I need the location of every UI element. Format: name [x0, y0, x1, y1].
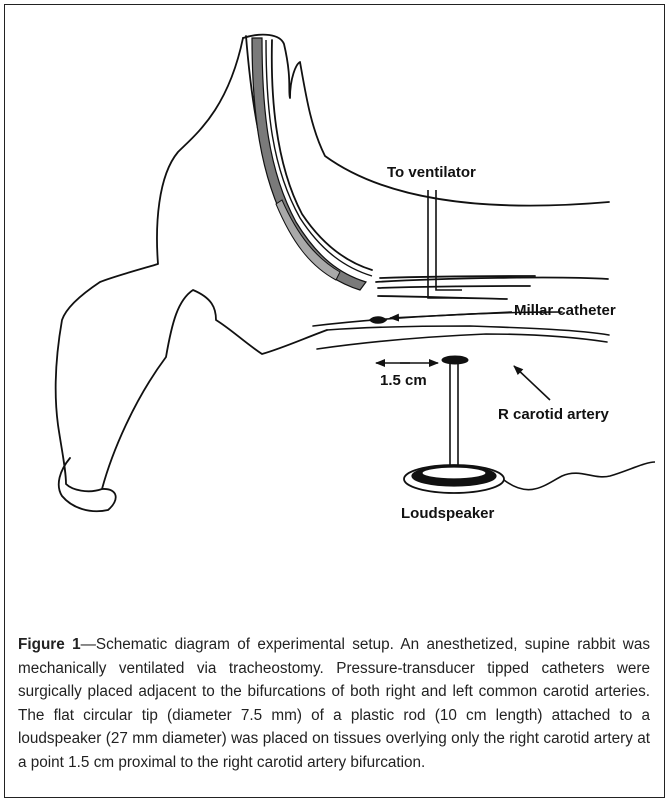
artery-lower-line [317, 334, 607, 349]
label-loudspeaker: Loudspeaker [401, 505, 494, 522]
figure-label: Figure 1 [18, 636, 81, 653]
label-millar-catheter: Millar catheter [514, 302, 616, 319]
rabbit-snout-outline [56, 38, 327, 491]
millar-catheter-arrow [390, 312, 512, 318]
carotid-artery-arrow [514, 366, 550, 400]
figure-caption: Figure 1—Schematic diagram of experiment… [18, 633, 650, 775]
ventilator-tube [428, 190, 462, 298]
label-distance: 1.5 cm [380, 372, 427, 389]
millar-catheter-tip [370, 317, 386, 323]
rod-tip [442, 356, 468, 364]
label-r-carotid-artery: R carotid artery [498, 406, 609, 423]
trachea-outer-right [272, 40, 372, 270]
loudspeaker-center [422, 467, 486, 479]
carotid-artery-line [327, 326, 609, 335]
trachea-inner-line [378, 286, 530, 288]
neck-line [376, 278, 608, 282]
loudspeaker-cable [504, 462, 655, 490]
label-to-ventilator: To ventilator [387, 164, 476, 181]
caption-text: —Schematic diagram of experimental setup… [18, 636, 650, 771]
